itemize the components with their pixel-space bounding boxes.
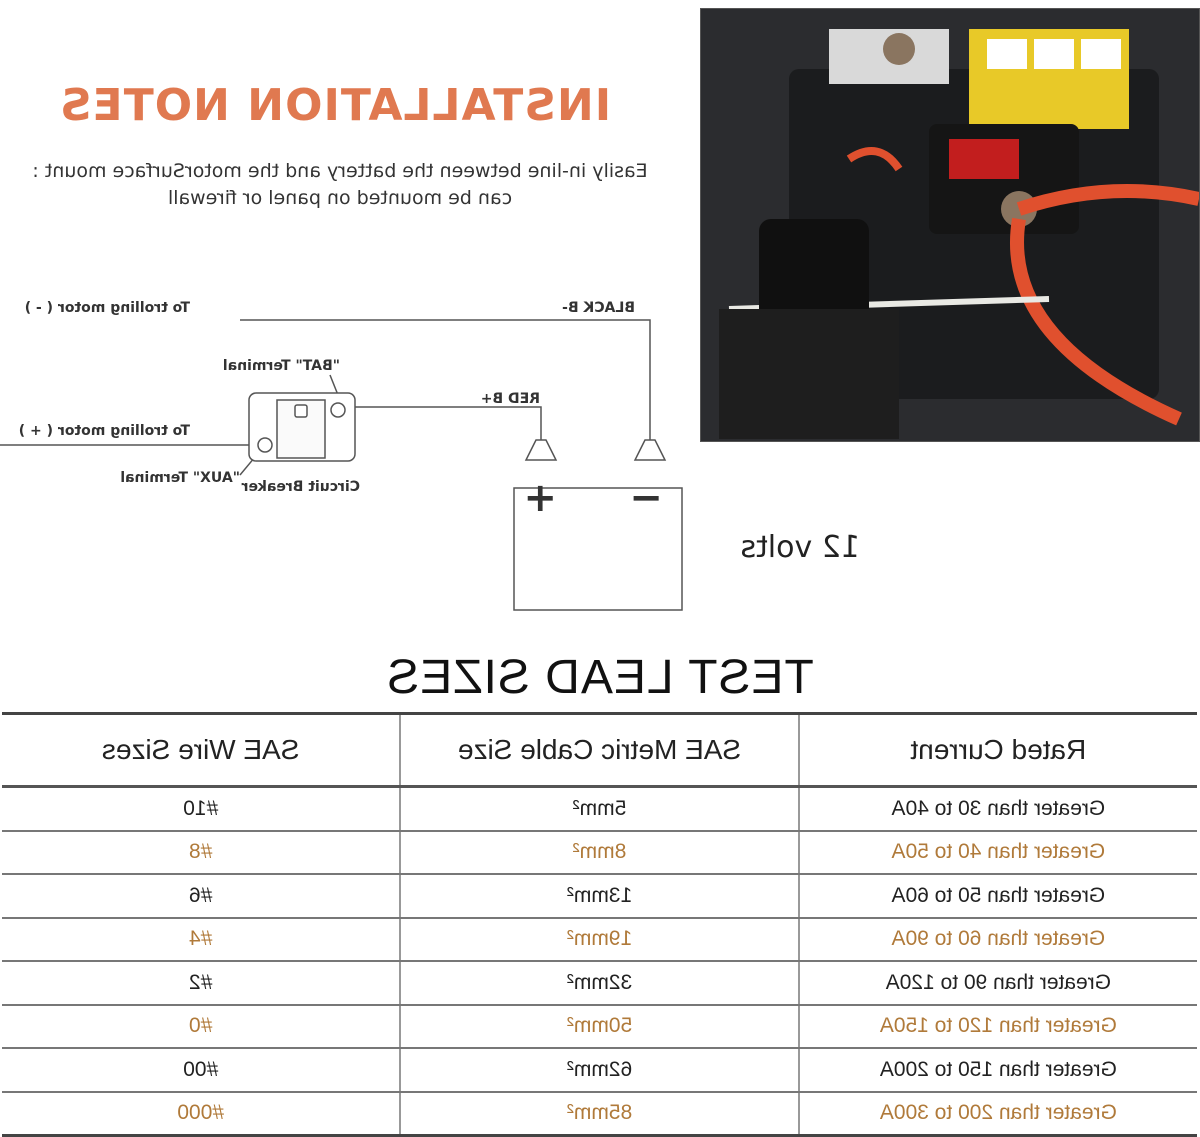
battery-plus-sign: +	[523, 475, 557, 521]
test-lead-sizes-title: TEST LEAD SIZES	[386, 651, 814, 704]
installation-notes-title: INSTALLATION NOTES	[58, 80, 612, 131]
circuit-breaker-symbol	[248, 392, 356, 462]
battery-connectors	[524, 439, 667, 461]
wire-size-cell: #000	[2, 1091, 401, 1136]
table-row: Greater than 40 to 50A 8mm² #8	[2, 830, 1197, 874]
metric-size-cell: 8mm²	[400, 830, 799, 874]
rated-current-cell: Greater than 60 to 90A	[798, 917, 1197, 961]
battery-minus-sign: −	[629, 475, 663, 521]
table-row: Greater than 120 to 150A 50mm² #0	[2, 1004, 1197, 1048]
wire-size-header: SAE Wire Sizes	[2, 713, 401, 787]
wire-size-cell: #8	[2, 830, 401, 874]
wiring-diagram-lines	[0, 319, 683, 611]
circuit-breaker-label: Circuit Breaker	[241, 479, 360, 495]
wire-size-cell: #4	[2, 917, 401, 961]
wire-size-cell: #00	[2, 1048, 401, 1092]
wiring-diagram: BLACK B- RED B+ To trolling motor ( - ) …	[0, 290, 1200, 620]
engine-bay-photo	[700, 8, 1200, 442]
metric-size-cell: 50mm²	[400, 1004, 799, 1048]
metric-size-cell: 13mm²	[400, 874, 799, 918]
metric-size-cell: 32mm²	[400, 961, 799, 1005]
test-lead-sizes-table: Rated Current SAE Metric Cable Size SAE …	[2, 712, 1197, 1137]
table-row: Greater than 200 to 300A 85mm² #000	[2, 1091, 1197, 1136]
rated-current-cell: Greater than 150 to 200A	[798, 1048, 1197, 1092]
rated-current-cell: Greater than 30 to 40A	[798, 786, 1197, 831]
bat-leader	[329, 374, 339, 396]
bat-terminal-dot	[330, 402, 346, 418]
motor-positive-label: To trolling motor ( + )	[18, 423, 190, 439]
red-wire	[338, 406, 542, 450]
black-wire-label: BLACK B-	[562, 300, 635, 316]
bat-terminal-label: "BAT" Terminal	[222, 358, 340, 374]
rated-current-cell: Greater than 40 to 50A	[798, 830, 1197, 874]
rated-current-cell: Greater than 200 to 300A	[798, 1091, 1197, 1136]
metric-size-cell: 5mm²	[400, 786, 799, 831]
rated-current-cell: Greater than 50 to 60A	[798, 874, 1197, 918]
rated-current-cell: Greater than 90 to 120A	[798, 961, 1197, 1005]
motor-negative-label: To trolling motor ( - )	[24, 300, 190, 316]
table-row: Greater than 60 to 90A 19mm² #4	[2, 917, 1197, 961]
black-wire	[240, 319, 651, 450]
metric-size-cell: 62mm²	[400, 1048, 799, 1092]
table-row: Greater than 50 to 60A 13mm² #6	[2, 874, 1197, 918]
battery-box	[513, 487, 683, 611]
table-row: Greater than 90 to 120A 32mm² #2	[2, 961, 1197, 1005]
wire-size-cell: #2	[2, 961, 401, 1005]
wire-size-cell: #6	[2, 874, 401, 918]
wire-size-cell: #10	[2, 786, 401, 831]
photo-red-cable	[1016, 184, 1199, 216]
red-wire-label: RED B+	[480, 391, 540, 407]
metric-cable-size-header: SAE Metric Cable Size	[400, 713, 799, 787]
wire-size-cell: #0	[2, 1004, 401, 1048]
table-row: Greater than 150 to 200A 62mm² #00	[2, 1048, 1197, 1092]
metric-size-cell: 19mm²	[400, 917, 799, 961]
installation-notes-text: Easily in-line between the battery and t…	[32, 160, 648, 209]
voltage-label: 12 volts	[740, 530, 860, 565]
photo-illustration	[701, 9, 1199, 441]
aux-terminal-dot	[257, 437, 273, 453]
table-header-row: Rated Current SAE Metric Cable Size SAE …	[2, 713, 1197, 787]
rated-current-header: Rated Current	[798, 713, 1197, 787]
rated-current-cell: Greater than 120 to 150A	[798, 1004, 1197, 1048]
table-row: Greater than 30 to 40A 5mm² #10	[2, 786, 1197, 831]
aux-terminal-label: "AUX" Terminal	[120, 470, 240, 486]
metric-size-cell: 85mm²	[400, 1091, 799, 1136]
